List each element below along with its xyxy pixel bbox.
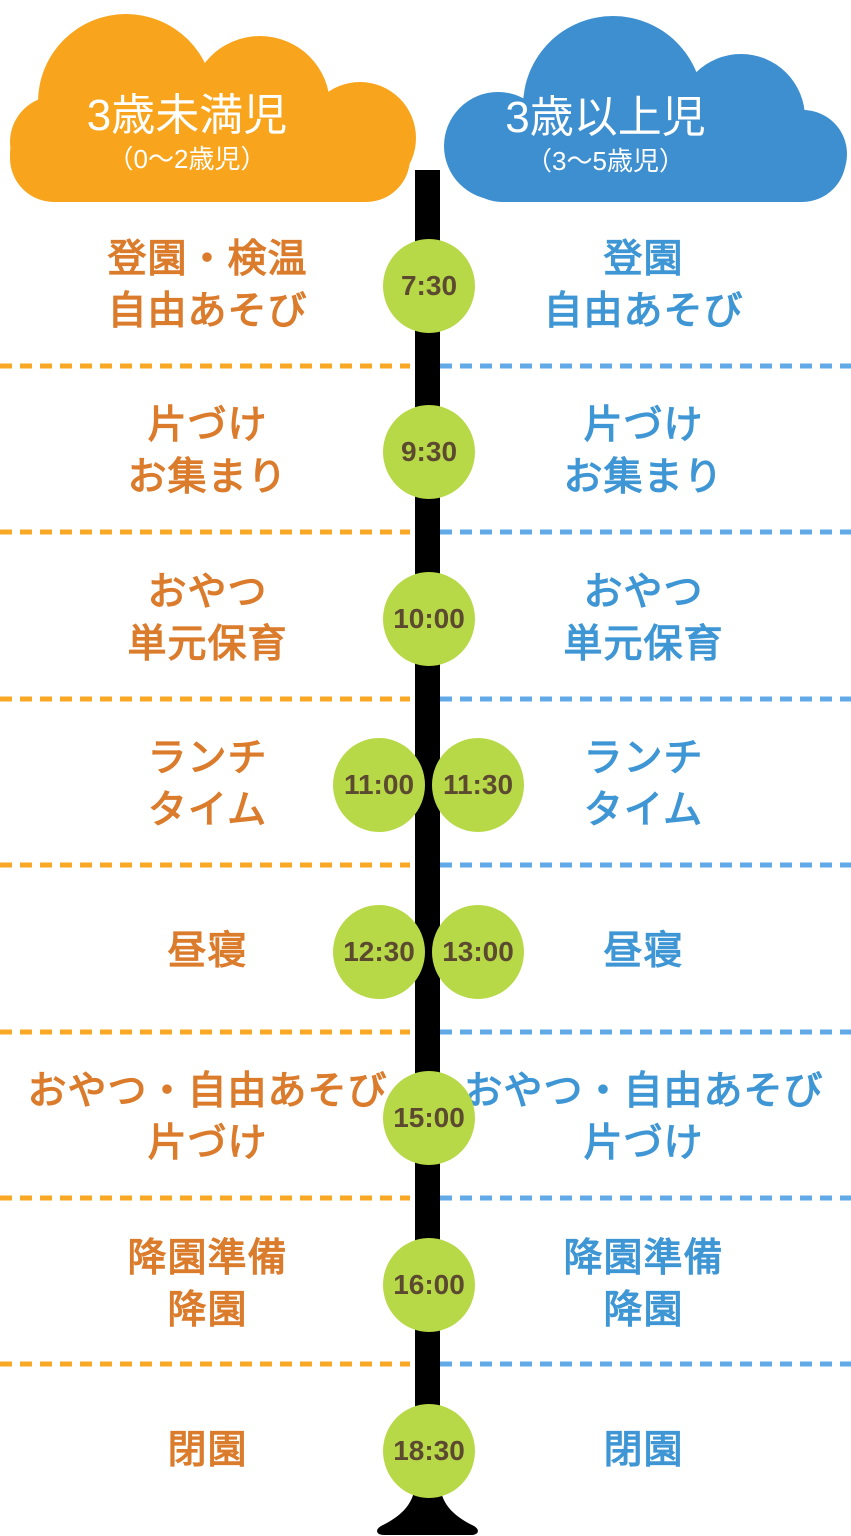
- activity-under3-departure: 降園準備 降園: [127, 1237, 288, 1332]
- activity-over3-nap: 昼寝: [603, 930, 684, 973]
- left-column-title: 3歳未満児: [86, 91, 288, 140]
- time-badge-1500: 15:00: [383, 1071, 475, 1165]
- activity-over3-departure: 降園準備 降園: [563, 1237, 724, 1332]
- separator-dashed-left: [0, 1195, 410, 1201]
- time-badge-1100: 11:00: [333, 738, 425, 832]
- time-badge-1600: 16:00: [383, 1238, 475, 1332]
- activity-under3-tidy-up: 片づけ お集まり: [127, 404, 288, 499]
- separator-dashed-right: [440, 1361, 851, 1367]
- time-badge-1130: 11:30: [432, 738, 524, 832]
- column-header-over-3: 3歳以上児 （3〜5歳児）: [443, 14, 848, 204]
- blue-cloud-icon: [444, 16, 847, 202]
- separator-dashed-right: [440, 696, 851, 702]
- activity-over3-lunch: ランチ タイム: [583, 737, 704, 832]
- separator-dashed-left: [0, 1029, 410, 1035]
- activity-under3-lunch: ランチ タイム: [147, 737, 268, 832]
- time-badge-730: 7:30: [383, 239, 475, 333]
- separator-dashed-left: [0, 363, 410, 369]
- left-column-subtitle: （0〜2歳児）: [107, 144, 267, 174]
- time-badge-1830: 18:30: [383, 1404, 475, 1498]
- separator-dashed-right: [440, 862, 851, 868]
- time-badge-930: 9:30: [383, 405, 475, 499]
- right-column-title: 3歳以上児: [505, 93, 706, 142]
- time-badge-1230: 12:30: [333, 905, 425, 999]
- separator-dashed-left: [0, 862, 410, 868]
- activity-under3-closing: 閉園: [167, 1429, 248, 1472]
- activity-over3-afternoon-snack: おやつ・自由あそび 片づけ: [463, 1070, 824, 1165]
- separator-dashed-right: [440, 529, 851, 535]
- activity-over3-arrival: 登園 自由あそび: [543, 238, 744, 333]
- separator-dashed-left: [0, 529, 410, 535]
- orange-cloud-icon: [10, 14, 416, 202]
- time-badge-1000: 10:00: [383, 572, 475, 666]
- activity-over3-closing: 閉園: [603, 1429, 684, 1472]
- right-column-subtitle: （3〜5歳児）: [526, 146, 685, 176]
- separator-dashed-left: [0, 696, 410, 702]
- activity-under3-snack: おやつ 単元保育: [127, 571, 288, 666]
- separator-dashed-right: [440, 1029, 851, 1035]
- separator-dashed-right: [440, 1195, 851, 1201]
- separator-dashed-right: [440, 363, 851, 369]
- activity-under3-nap: 昼寝: [167, 930, 248, 973]
- activity-under3-arrival: 登園・検温 自由あそび: [107, 238, 308, 333]
- separator-dashed-left: [0, 1361, 410, 1367]
- time-badge-1300: 13:00: [432, 905, 524, 999]
- activity-under3-afternoon-snack: おやつ・自由あそび 片づけ: [27, 1070, 388, 1165]
- column-header-under-3: 3歳未満児 （0〜2歳児）: [8, 6, 432, 202]
- activity-over3-snack: おやつ 単元保育: [563, 571, 724, 666]
- activity-over3-tidy-up: 片づけ お集まり: [563, 404, 724, 499]
